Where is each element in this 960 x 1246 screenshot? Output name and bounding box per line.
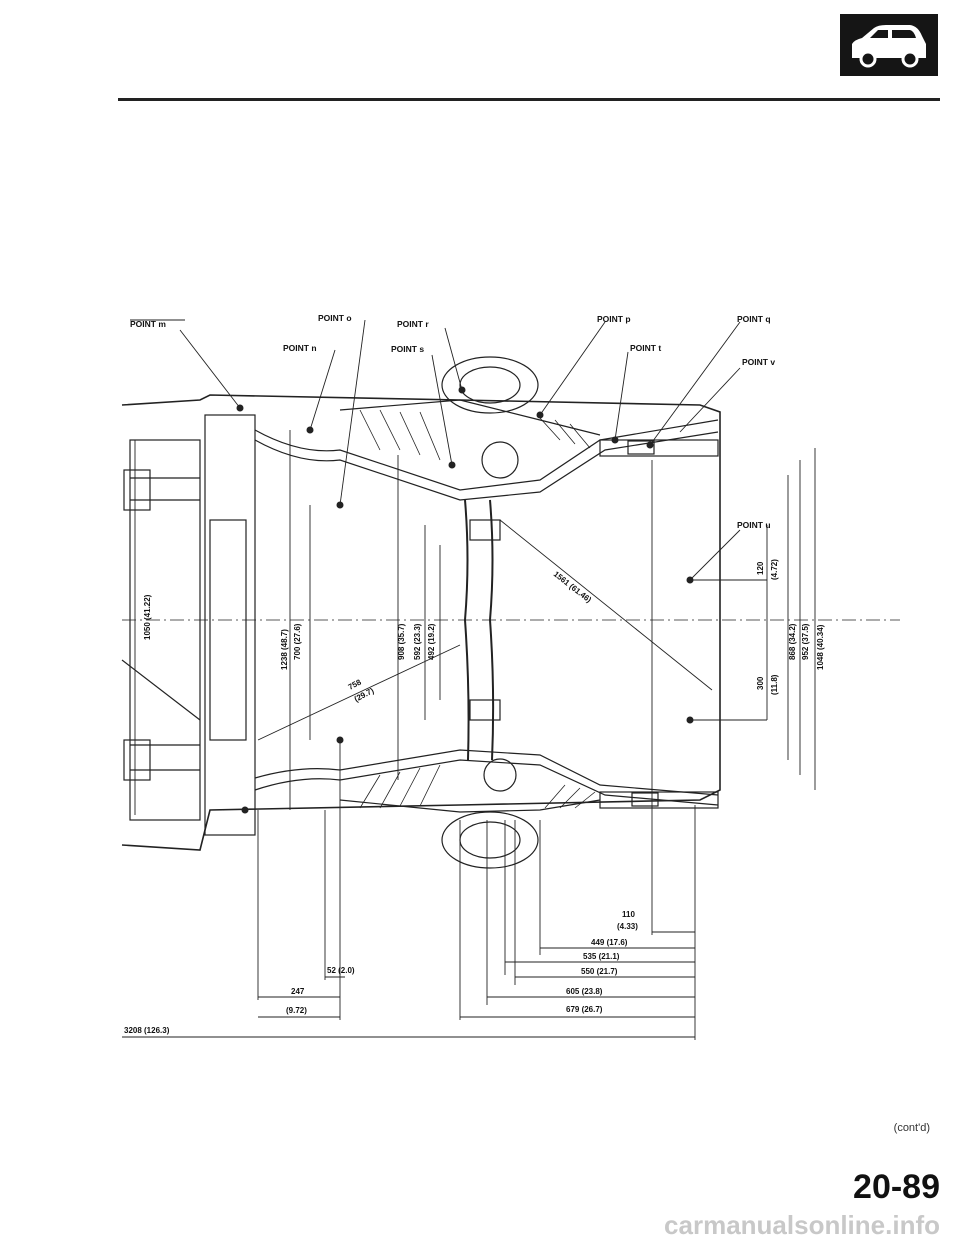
point-labels: POINT m POINT o POINT n POINT r POINT s … (130, 313, 775, 530)
car-section-badge (840, 14, 938, 76)
dim-247-in: (9.72) (286, 1006, 307, 1015)
dim-605: 605 (23.8) (566, 987, 603, 996)
dim-700: 700 (27.6) (293, 623, 302, 660)
dim-110: 110 (622, 910, 635, 919)
point-q-label: POINT q (737, 314, 771, 324)
dimension-lines (122, 430, 816, 1040)
dim-1238: 1238 (48.7) (280, 629, 289, 670)
point-u-label: POINT u (737, 520, 771, 530)
point-r-label: POINT r (397, 319, 429, 329)
dim-535: 535 (21.1) (583, 952, 620, 961)
watermark-site: carmanualsonline.info (664, 1210, 940, 1240)
dim-247: 247 (291, 987, 305, 996)
underbody-frame (121, 356, 900, 869)
dim-52: 52 (2.0) (327, 966, 355, 975)
measuring-point-marks (236, 386, 694, 814)
point-leader-lines (130, 319, 741, 581)
point-s-label: POINT s (391, 344, 424, 354)
header-rule (118, 98, 940, 101)
dim-868: 868 (34.2) (788, 623, 797, 660)
point-v-label: POINT v (742, 357, 775, 367)
dim-3208: 3208 (126.3) (124, 1026, 170, 1035)
dim-592: 592 (23.3) (413, 623, 422, 660)
dim-1048: 1048 (40.34) (816, 624, 825, 670)
dim-300: 300 (756, 676, 765, 690)
dim-1561: 1561 (61.46) (552, 569, 594, 604)
dim-550: 550 (21.7) (581, 967, 618, 976)
page-number: 20-89 (853, 1168, 940, 1206)
dim-300-in: (11.8) (770, 674, 779, 695)
car-side-icon (852, 25, 926, 68)
dim-110-in: (4.33) (617, 922, 638, 931)
dim-492: 492 (19.2) (427, 623, 436, 660)
point-m-label: POINT m (130, 319, 166, 329)
point-t-label: POINT t (630, 343, 661, 353)
continued-note: (cont'd) (893, 1122, 930, 1134)
point-p-label: POINT p (597, 314, 631, 324)
dim-1050: 1050 (41.22) (143, 594, 152, 640)
dimension-labels: 1050 (41.22) 1238 (48.7) 700 (27.6) 908 … (124, 559, 825, 1035)
dim-120-in: (4.72) (770, 559, 779, 580)
dim-758: 758 (347, 677, 363, 691)
point-n-label: POINT n (283, 343, 317, 353)
dim-120: 120 (756, 561, 765, 575)
dim-952: 952 (37.5) (801, 623, 810, 660)
dim-679: 679 (26.7) (566, 1005, 603, 1014)
point-o-label: POINT o (318, 313, 352, 323)
dim-449: 449 (17.6) (591, 938, 628, 947)
dim-908: 908 (35.7) (397, 623, 406, 660)
